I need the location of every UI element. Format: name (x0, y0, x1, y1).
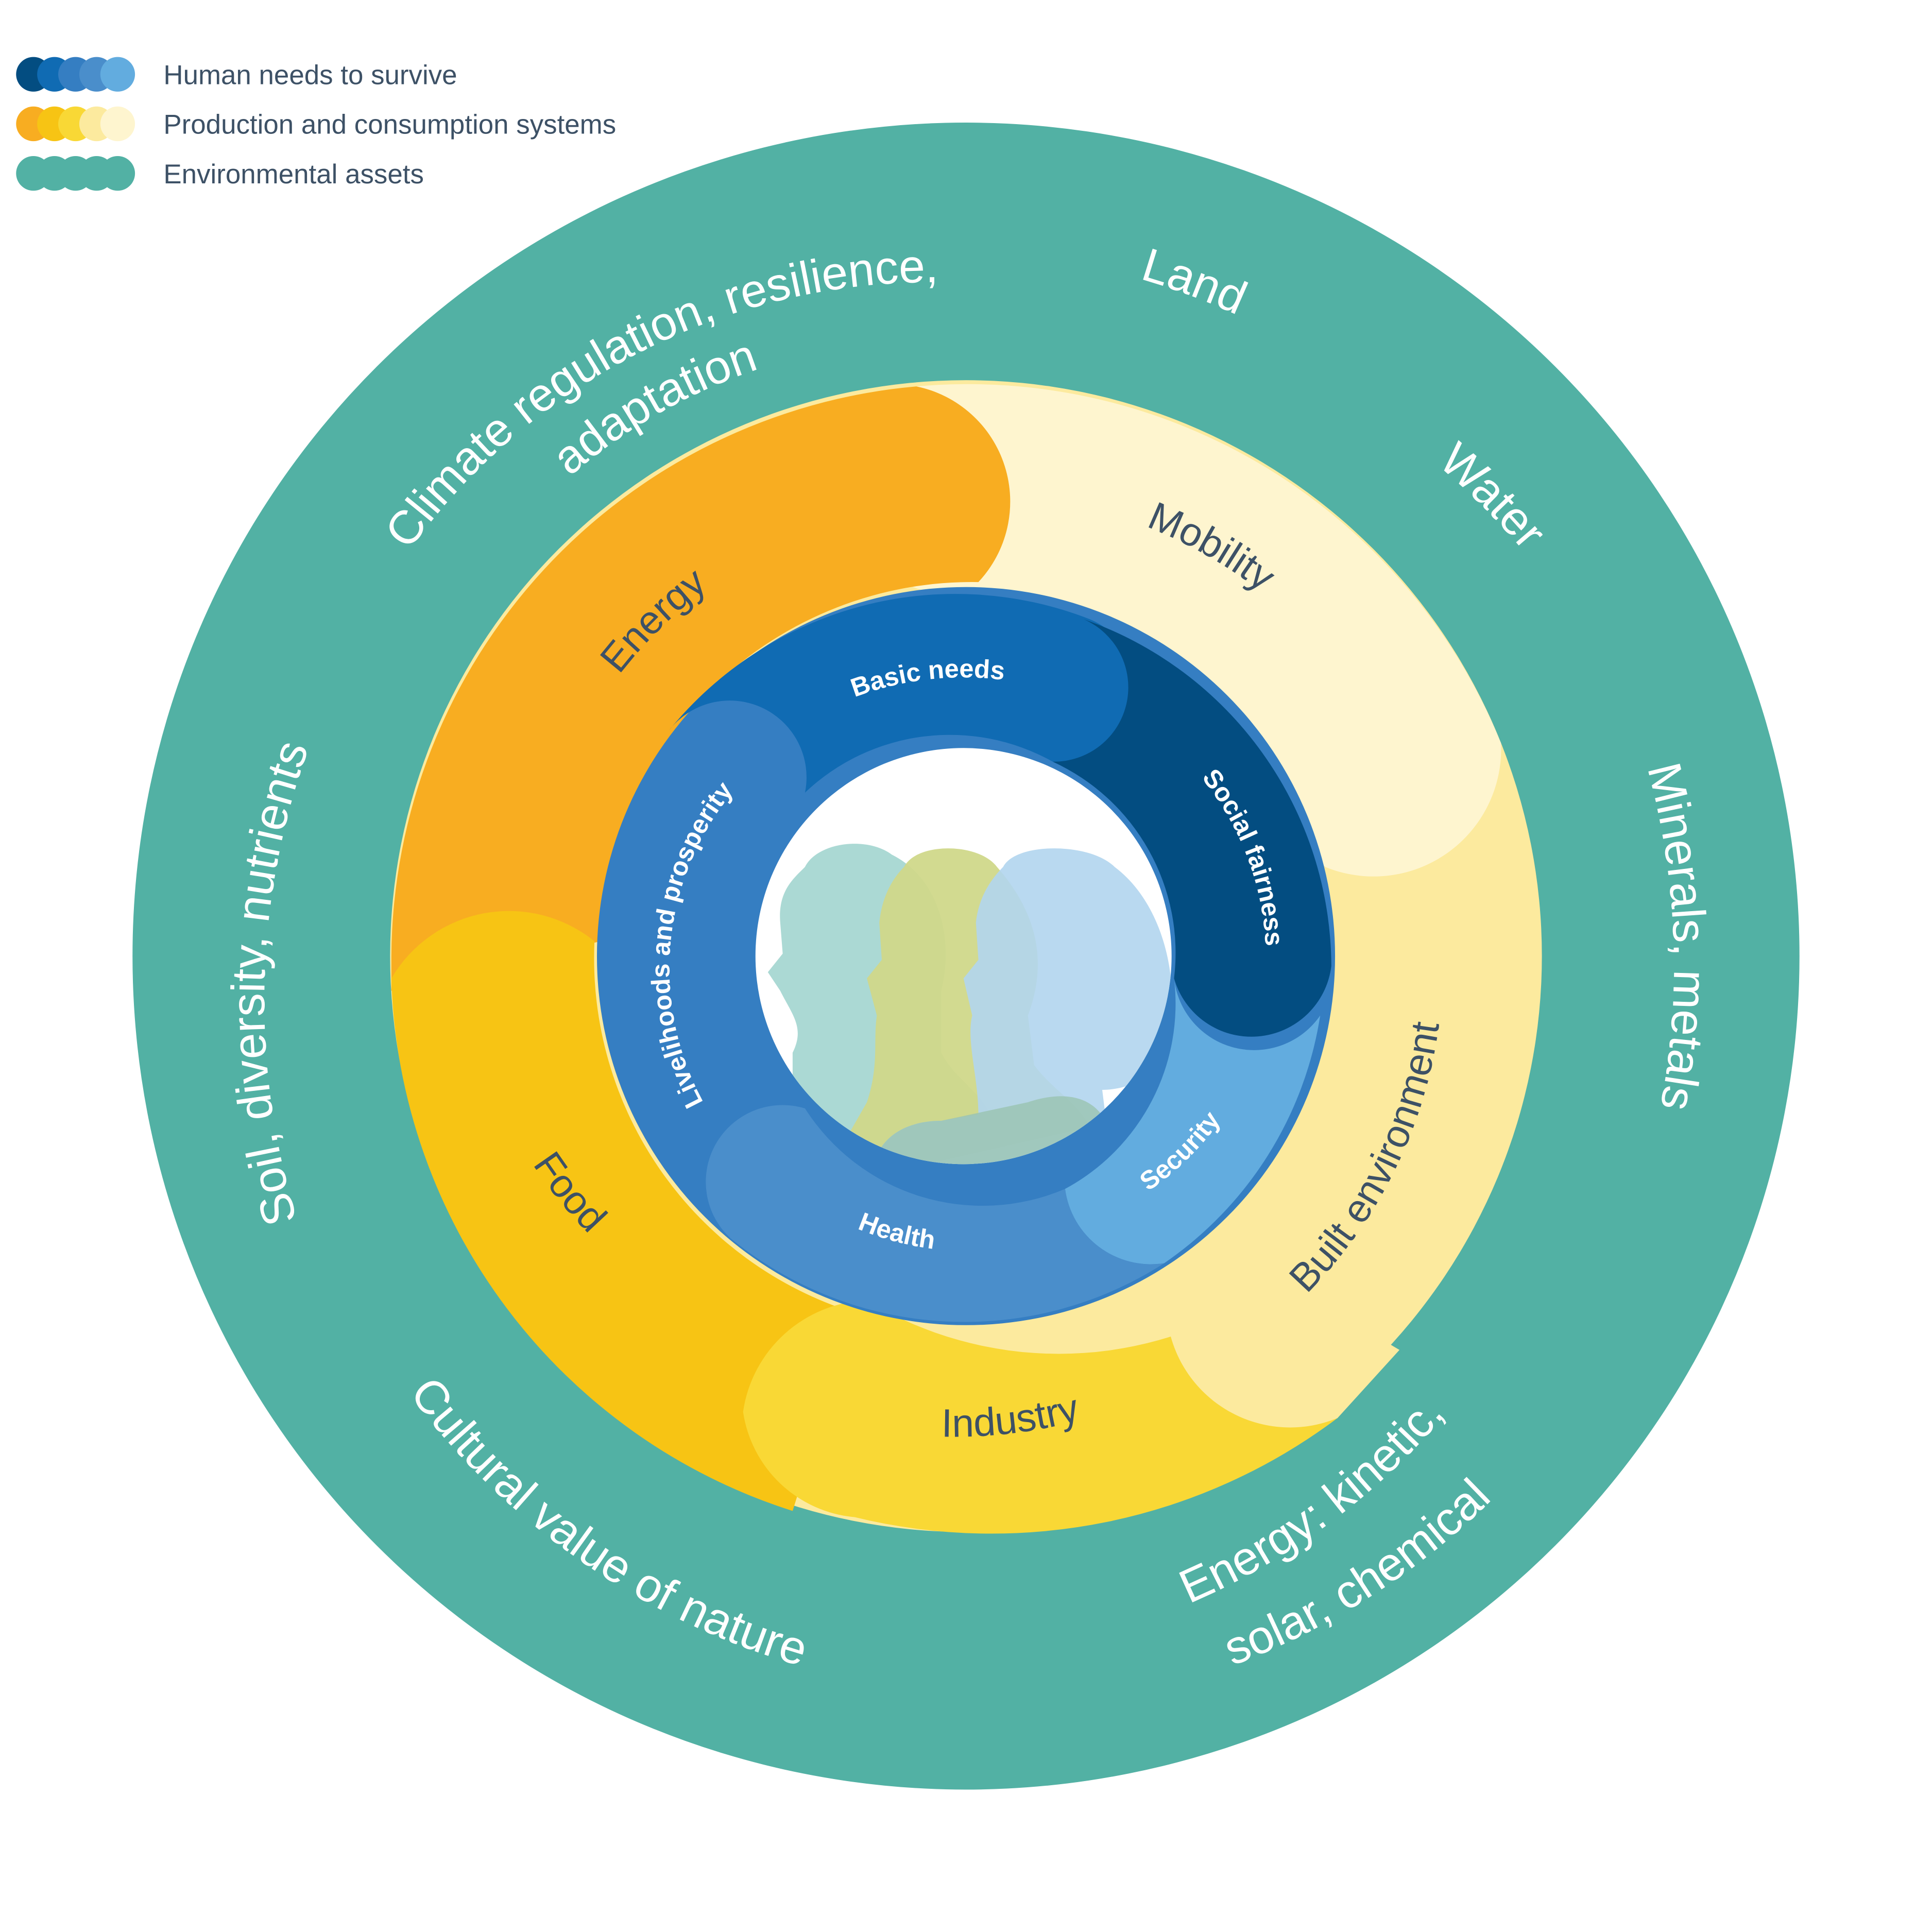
center-illustration (755, 748, 1172, 1165)
silhouette-overlap (872, 1096, 1115, 1165)
legend-swatch (100, 156, 135, 191)
legend-label: Environmental assets (163, 159, 424, 190)
built-environment-cap (1167, 1189, 1400, 1428)
energy-segment (391, 386, 1011, 991)
legend-label: Production and consumption systems (163, 110, 616, 140)
social-fairness-segment (1052, 619, 1331, 1037)
silhouette-blue (872, 848, 1172, 1165)
legend-item: Human needs to survive (16, 57, 457, 92)
security-segment (1065, 978, 1321, 1264)
legend-label: Human needs to survive (163, 60, 457, 91)
legend-item: Environmental assets (16, 156, 424, 191)
legend-swatch (100, 106, 135, 142)
legend-item: Production and consumption systems (16, 106, 616, 142)
legend-swatch (100, 57, 135, 92)
basic-needs-segment (669, 594, 1136, 793)
food-segment (391, 911, 855, 1511)
health-segment (706, 1105, 1165, 1322)
